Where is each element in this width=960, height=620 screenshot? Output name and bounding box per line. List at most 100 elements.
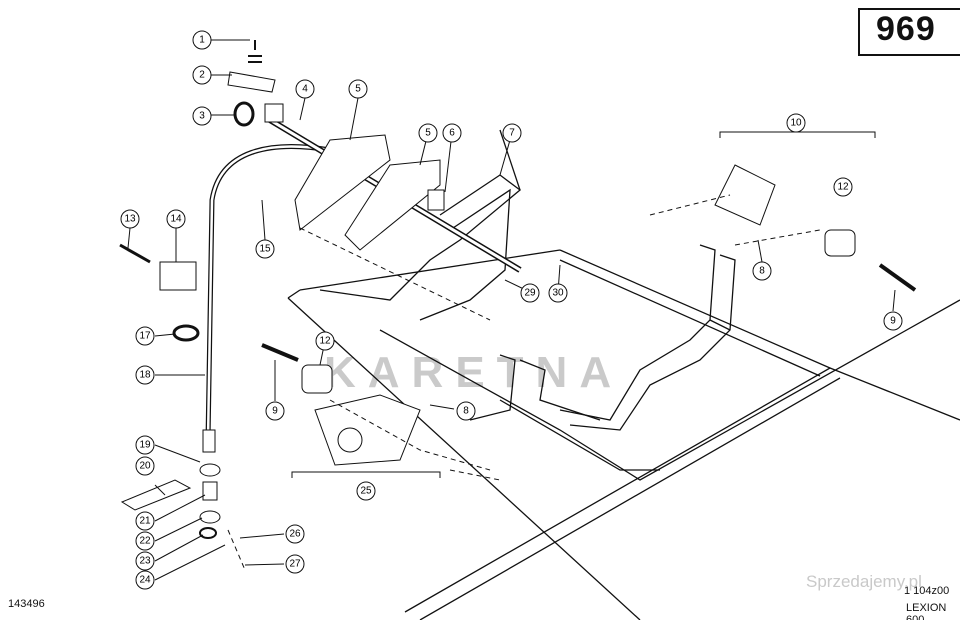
callout-21: 21 xyxy=(135,511,155,531)
callout-18: 18 xyxy=(135,365,155,385)
callout-7: 7 xyxy=(502,123,522,143)
bolt-1 xyxy=(248,40,262,63)
callout-number: 27 xyxy=(289,559,301,570)
callout-markers: 1 2 3 4 5 5 6 7 10 12 13 14 15 29 30 8 9… xyxy=(120,30,903,590)
callout-14: 14 xyxy=(166,209,186,229)
callout-26: 26 xyxy=(285,524,305,544)
callout-number: 26 xyxy=(289,529,301,540)
frame-lines xyxy=(287,129,960,620)
callout-number: 4 xyxy=(302,84,308,95)
callout-number: 2 xyxy=(199,70,205,81)
callout-leaders xyxy=(127,39,896,581)
callout-number: 12 xyxy=(319,336,331,347)
callout-6: 6 xyxy=(442,123,462,143)
bolt-13 xyxy=(119,243,151,264)
document-number: 143496 xyxy=(8,598,45,610)
leader-dashes xyxy=(227,194,821,571)
callout-number: 23 xyxy=(139,556,151,567)
callout-number: 30 xyxy=(552,288,564,299)
group-bracket-25 xyxy=(291,471,441,478)
bushing-6 xyxy=(427,189,445,211)
nut-22 xyxy=(199,510,221,524)
plate-5b xyxy=(344,159,441,251)
callout-20: 20 xyxy=(135,456,155,476)
plate-5a xyxy=(294,134,391,231)
callout-13: 13 xyxy=(120,209,140,229)
callout-number: 5 xyxy=(425,128,431,139)
callout-9a: 9 xyxy=(883,311,903,331)
oring-23 xyxy=(199,527,217,539)
callout-5b: 5 xyxy=(418,123,438,143)
clamp-14 xyxy=(159,261,197,291)
callout-number: 9 xyxy=(890,316,896,327)
callout-10: 10 xyxy=(786,113,806,133)
callout-number: 9 xyxy=(272,406,278,417)
callout-number: 8 xyxy=(463,406,469,417)
bolt-9 xyxy=(878,263,917,292)
bracket-25 xyxy=(314,394,421,466)
hose-fitting xyxy=(202,429,216,453)
callout-number: 12 xyxy=(837,182,849,193)
callout-23: 23 xyxy=(135,551,155,571)
site-watermark: Sprzedajemy.pl xyxy=(806,572,922,591)
page-number: 969 xyxy=(876,10,936,48)
clip-3 xyxy=(233,101,255,127)
callout-12a: 12 xyxy=(833,177,853,197)
hydraulic-hose-inner xyxy=(206,145,331,441)
callout-number: 8 xyxy=(759,266,765,277)
bracket-2 xyxy=(227,71,276,93)
callout-5a: 5 xyxy=(348,79,368,99)
callout-17: 17 xyxy=(135,326,155,346)
callout-30: 30 xyxy=(548,283,568,303)
callout-number: 17 xyxy=(139,331,151,342)
callout-19: 19 xyxy=(135,435,155,455)
callout-number: 25 xyxy=(360,486,372,497)
callout-number: 7 xyxy=(509,128,515,139)
callout-22: 22 xyxy=(135,531,155,551)
callout-2: 2 xyxy=(192,65,212,85)
callout-number: 24 xyxy=(139,575,151,586)
callout-27: 27 xyxy=(285,554,305,574)
callout-number: 1 xyxy=(199,35,205,46)
callout-24: 24 xyxy=(135,570,155,590)
callout-number: 3 xyxy=(199,111,205,122)
callout-number: 14 xyxy=(170,214,182,225)
callout-8b: 8 xyxy=(456,401,476,421)
callout-15: 15 xyxy=(255,239,275,259)
rod-head xyxy=(264,103,284,123)
rubber-mount-12b xyxy=(301,364,333,394)
callout-8a: 8 xyxy=(752,261,772,281)
callout-12b: 12 xyxy=(315,331,335,351)
bolt-9b xyxy=(261,343,299,362)
callout-number: 6 xyxy=(449,128,455,139)
page-number-frame xyxy=(858,8,960,56)
rubber-mount-12 xyxy=(824,229,856,257)
callout-25: 25 xyxy=(356,481,376,501)
callout-9b: 9 xyxy=(265,401,285,421)
callout-number: 5 xyxy=(355,84,361,95)
karetna-watermark-logo: KARETNA xyxy=(324,348,624,397)
callout-number: 21 xyxy=(139,516,151,527)
nut-19 xyxy=(199,463,221,477)
callout-number: 20 xyxy=(139,461,151,472)
callout-number: 15 xyxy=(259,244,271,255)
callout-29: 29 xyxy=(520,283,540,303)
callout-number: 22 xyxy=(139,536,151,547)
callout-number: 19 xyxy=(139,440,151,451)
bracket-hole xyxy=(337,427,363,453)
callout-1: 1 xyxy=(192,30,212,50)
callout-number: 13 xyxy=(124,214,136,225)
callout-number: 29 xyxy=(524,288,536,299)
callout-4: 4 xyxy=(295,79,315,99)
group-bracket-10 xyxy=(719,131,876,138)
adapter-21 xyxy=(202,481,218,501)
model-name: LEXION 600 xyxy=(906,602,947,620)
callout-3: 3 xyxy=(192,106,212,126)
hose-clamp-17 xyxy=(172,324,200,342)
hinge-20 xyxy=(120,479,192,511)
reference-code: 1 104z00 xyxy=(904,585,950,597)
mount-plate xyxy=(714,164,776,226)
callout-number: 18 xyxy=(139,370,151,381)
